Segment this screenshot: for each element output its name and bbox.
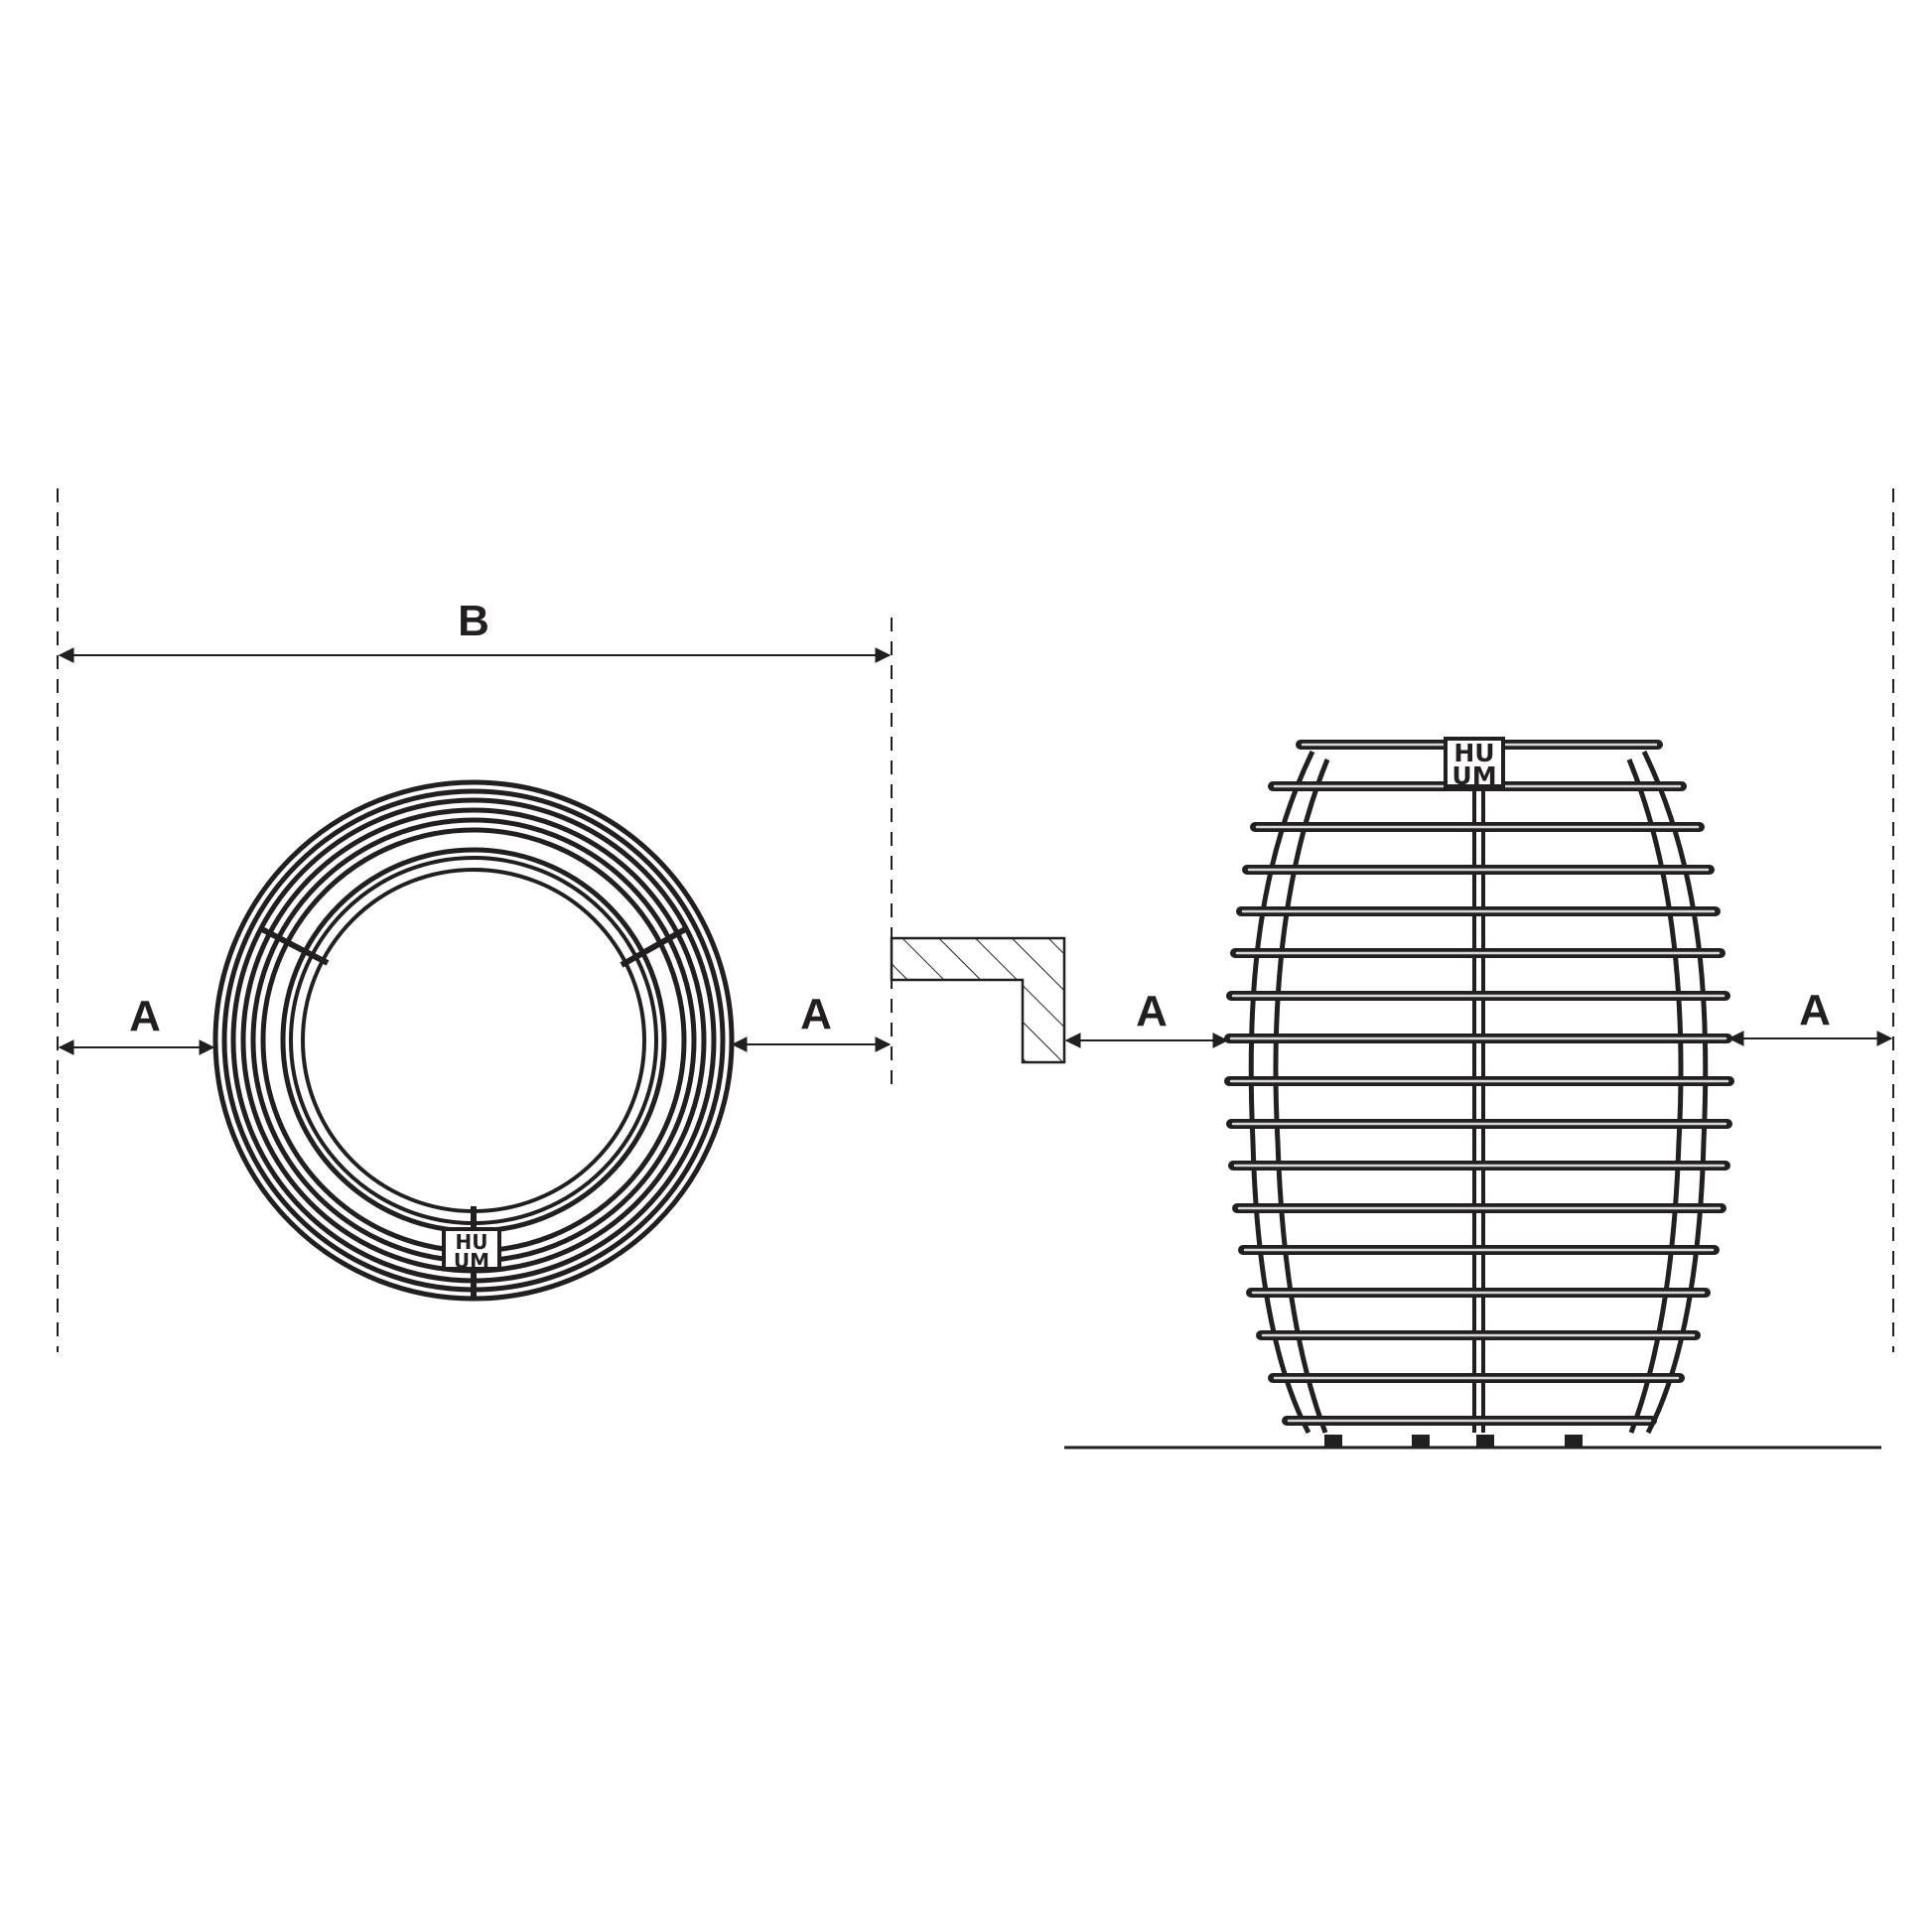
inner-ring-1 (280, 847, 667, 1234)
svg-text:UM: UM (1451, 761, 1496, 790)
dimension-b: B (58, 597, 892, 663)
right-outer-frame (1641, 750, 1709, 1435)
dimension-a-top-left: A (58, 992, 215, 1055)
inner-ring-2 (289, 856, 658, 1225)
left-outer-frame (1248, 750, 1315, 1435)
outer-ring-5 (250, 817, 697, 1264)
heater-feet (1324, 1435, 1583, 1448)
huum-logo-top-view: HU UM (442, 1227, 501, 1273)
foot-1 (1324, 1435, 1342, 1448)
heater-top-view (212, 779, 735, 1302)
dimension-b-label: B (458, 597, 489, 645)
svg-text:HU: HU (1453, 739, 1494, 767)
dimension-a-wall-side: A (1064, 987, 1229, 1048)
foot-4 (1565, 1435, 1583, 1448)
huum-logo-side-view: HU UM (1444, 737, 1505, 790)
inner-ring-3 (301, 868, 646, 1213)
extension-lines (57, 488, 1894, 1352)
hatched-wall (890, 936, 1066, 1064)
svg-text:HU: HU (456, 1230, 488, 1254)
left-bracket (258, 925, 330, 966)
heater-side-view: HU UM (1224, 737, 1734, 1448)
dimension-a-top-right-label: A (800, 990, 832, 1038)
outer-ring-4 (240, 807, 707, 1274)
horizontal-rails (1224, 740, 1734, 1426)
dimension-a-top-left-label: A (129, 992, 161, 1040)
dimension-a-top-right: A (731, 990, 892, 1052)
dimension-a-side-right-label: A (1799, 986, 1831, 1035)
outer-ring-6 (260, 827, 687, 1254)
foot-3 (1476, 1435, 1494, 1448)
right-bracket (620, 925, 689, 968)
dimension-a-side-right: A (1727, 986, 1893, 1046)
dimension-a-wall-side-label: A (1136, 987, 1168, 1035)
svg-text:UM: UM (454, 1249, 489, 1273)
foot-2 (1412, 1435, 1430, 1448)
